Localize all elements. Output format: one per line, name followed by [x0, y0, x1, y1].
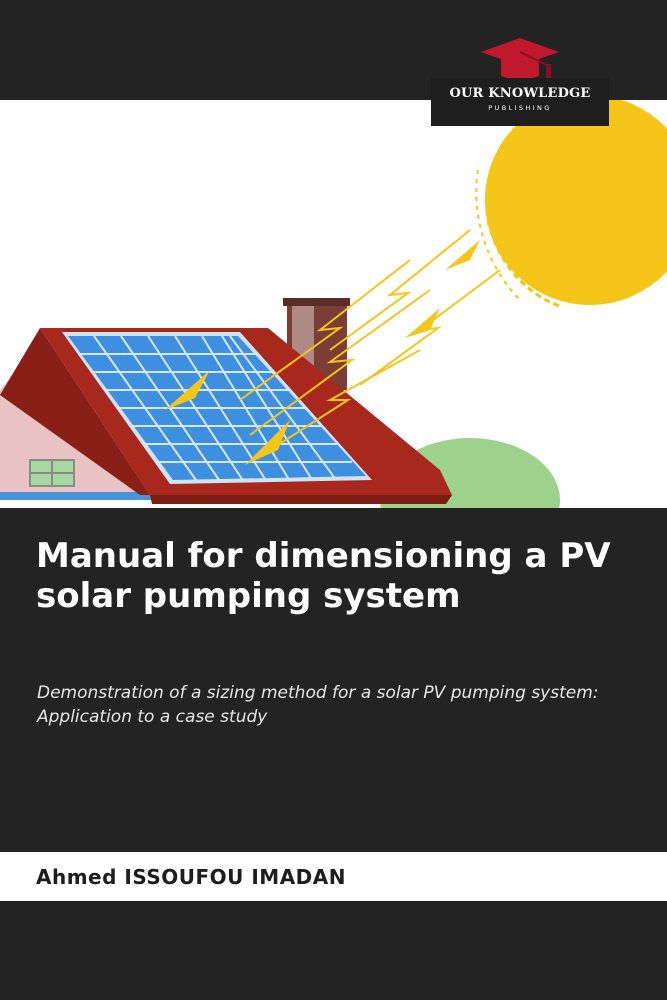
- publisher-plate: [431, 78, 609, 126]
- cover-illustration: [0, 100, 667, 508]
- solar-house-illustration: [0, 100, 667, 508]
- graduation-cap-icon: [481, 38, 559, 82]
- book-title: Manual for dimensioning a PV solar pumpi…: [36, 536, 611, 616]
- sun-icon: [485, 100, 667, 305]
- book-subtitle: Demonstration of a sizing method for a s…: [37, 683, 599, 727]
- publisher-name: OUR KNOWLEDGE: [449, 86, 591, 101]
- window-icon: [29, 459, 75, 487]
- author-band: Ahmed ISSOUFOU IMADAN: [0, 852, 667, 901]
- book-author: Ahmed ISSOUFOU IMADAN: [36, 865, 347, 889]
- solar-panel-icon: [62, 332, 372, 484]
- publisher-tagline: PUBLISHING: [488, 104, 552, 112]
- publisher-logo: OUR KNOWLEDGE PUBLISHING: [431, 30, 609, 126]
